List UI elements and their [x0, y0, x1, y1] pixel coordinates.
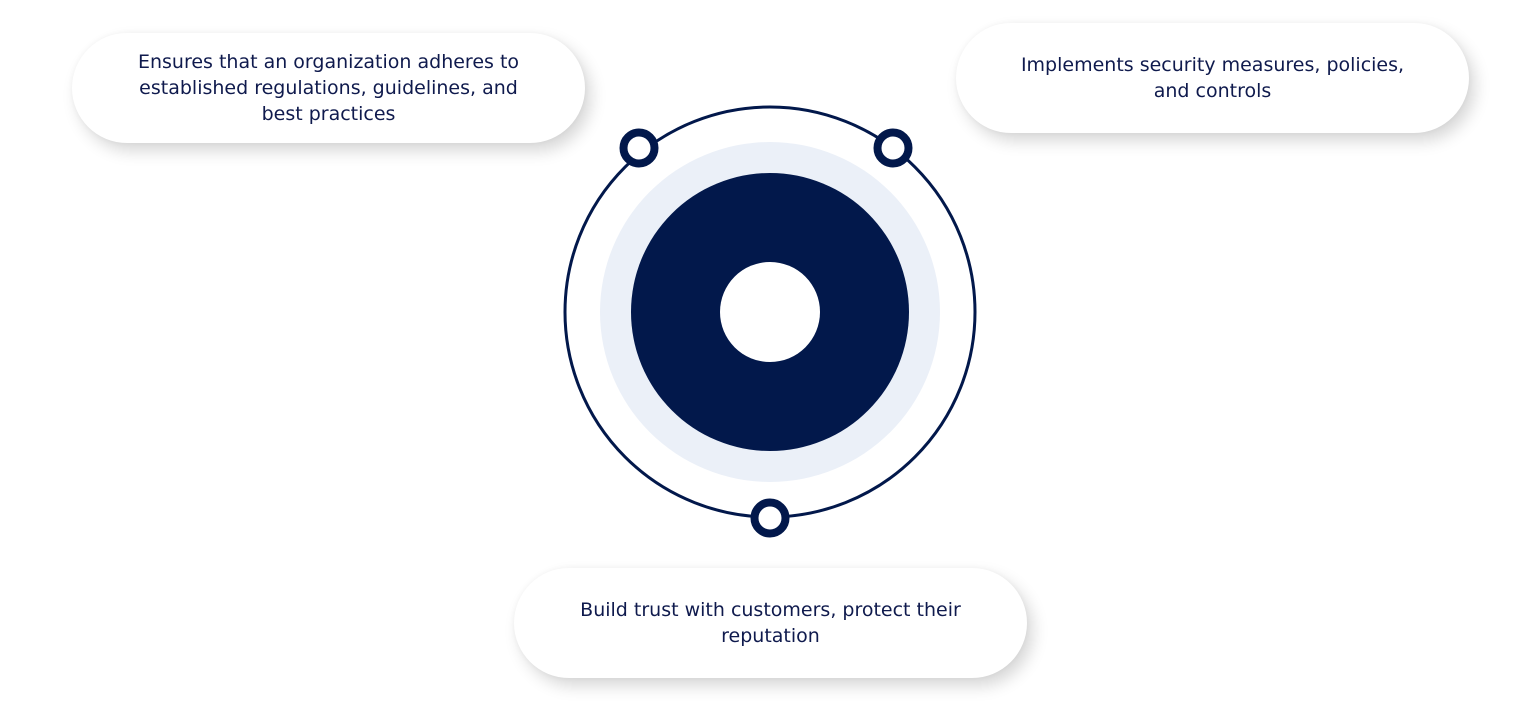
dark-core-circle: [631, 173, 909, 451]
callout-trust: Build trust with customers, protect thei…: [514, 568, 1027, 678]
node-compliance-icon: [619, 128, 659, 168]
callout-compliance: Ensures that an organization adheres to …: [72, 33, 585, 143]
callout-security-text: Implements security measures, policies, …: [1020, 54, 1405, 102]
light-band-circle: [600, 142, 940, 482]
callout-trust-text: Build trust with customers, protect thei…: [580, 599, 961, 647]
callout-security: Implements security measures, policies, …: [956, 23, 1469, 133]
node-trust-icon: [750, 498, 790, 538]
callout-compliance-text: Ensures that an organization adheres to …: [137, 51, 520, 125]
outer-orbit-ring: [563, 105, 977, 519]
node-security-icon: [873, 128, 913, 168]
center-hole-circle: [720, 262, 820, 362]
